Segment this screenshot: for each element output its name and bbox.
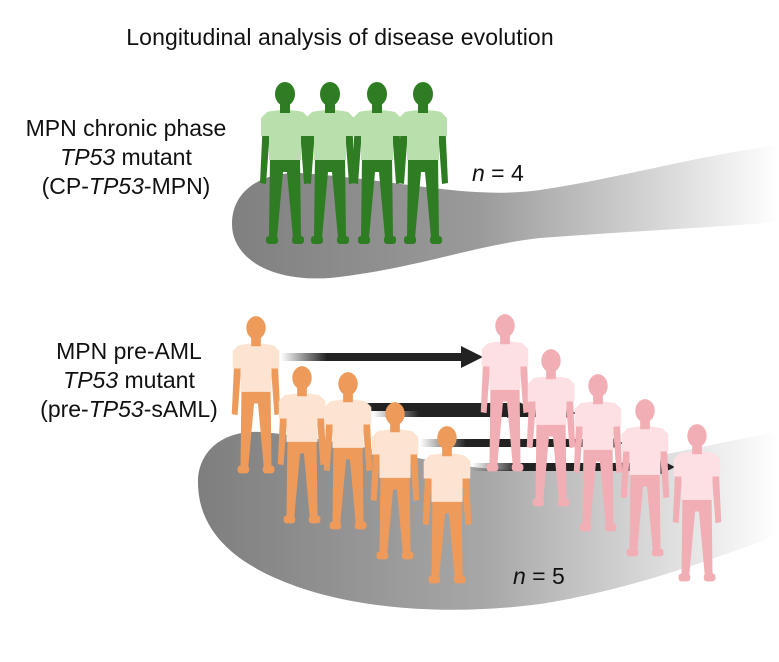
patient-icon-pre-aml (231, 316, 281, 474)
diagram-title: Longitudinal analysis of disease evoluti… (126, 24, 554, 50)
gene-name: TP53 (63, 367, 119, 393)
cohort-1-count: n = 4 (472, 160, 524, 187)
n-symbol: n (472, 160, 485, 186)
cohort-2-count: n = 5 (513, 563, 565, 590)
patient-icon-cp (305, 82, 355, 244)
cohort-label-line: TP53 mutant (0, 143, 252, 172)
patient-icon-saml (620, 399, 670, 557)
cohort-label-line: MPN pre-AML (56, 338, 202, 364)
label-text: -sAML) (143, 396, 218, 422)
count-value: = 4 (484, 160, 524, 186)
cohort-label-line: (CP-TP53-MPN) (0, 172, 252, 201)
patient-icon-saml (526, 349, 576, 507)
gene-name: TP53 (88, 396, 144, 422)
label-text: (pre- (40, 396, 89, 422)
patient-icon-saml (672, 424, 722, 582)
progression-arrow (281, 346, 483, 368)
patient-icon-pre-aml (422, 426, 472, 584)
cohort-label-pre-tp53-saml: MPN pre-AML TP53 mutant (pre-TP53-sAML) (0, 337, 258, 424)
patient-icon-cp (260, 82, 310, 244)
label-text: mutant (118, 367, 195, 393)
patient-icon-cp (352, 82, 402, 244)
patient-icon-pre-aml (277, 366, 327, 524)
count-value: = 5 (525, 563, 565, 589)
cohort-label-cp-tp53-mpn: MPN chronic phase TP53 mutant (CP-TP53-M… (0, 114, 252, 201)
n-symbol: n (513, 563, 526, 589)
gene-name: TP53 (88, 173, 144, 199)
cohort-label-line: (pre-TP53-sAML) (0, 395, 258, 424)
label-text: mutant (115, 144, 192, 170)
patient-icon-cp (398, 82, 448, 244)
patient-icon-pre-aml (323, 372, 373, 530)
patient-icon-saml (573, 374, 623, 532)
cohort-label-line: MPN chronic phase (25, 115, 227, 141)
gene-name: TP53 (60, 144, 116, 170)
patient-icon-pre-aml (370, 402, 420, 560)
cohort-label-line: TP53 mutant (0, 366, 258, 395)
patient-icon-saml (480, 314, 530, 472)
label-text: -MPN) (143, 173, 211, 199)
label-text: (CP- (41, 173, 89, 199)
cohort-1-trajectory-band (232, 145, 779, 279)
